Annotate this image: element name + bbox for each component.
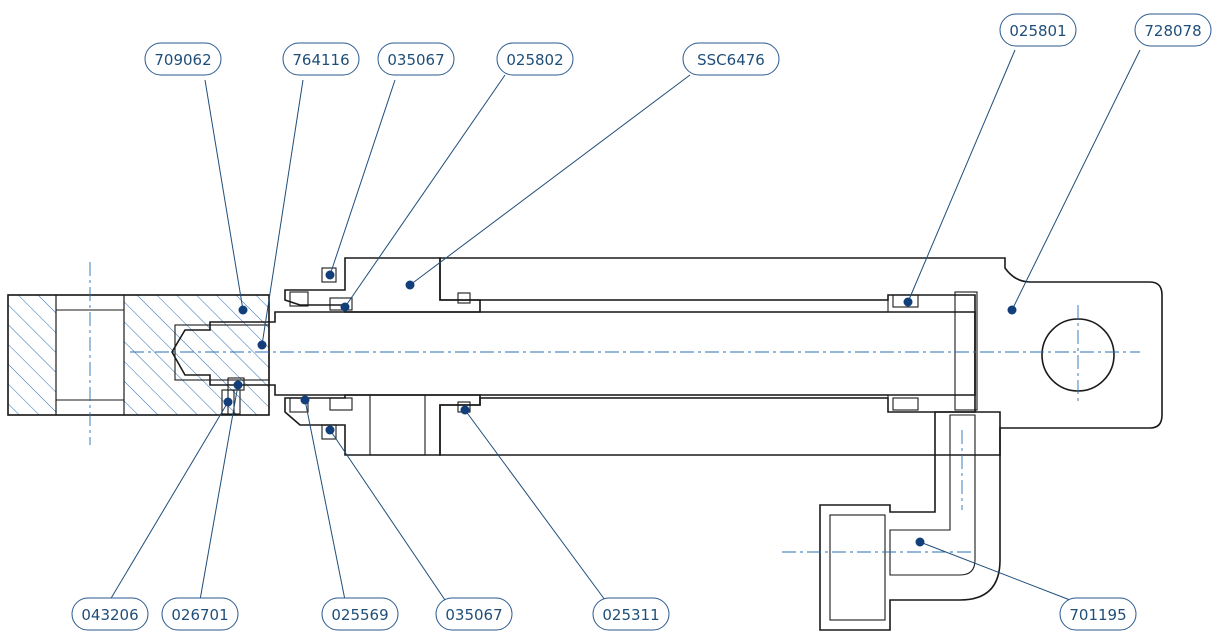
- leader-764116: [261, 79, 304, 346]
- dot-701195: [915, 537, 925, 547]
- balloon-label: 764116: [292, 51, 349, 69]
- balloon-label: 025311: [602, 606, 659, 624]
- piston-rod: [171, 311, 976, 396]
- balloon-026701: 026701: [161, 597, 239, 631]
- balloon-label: 035067: [445, 606, 502, 624]
- dot-025801: [903, 297, 913, 307]
- balloon-709062: 709062: [144, 42, 222, 76]
- leader-ssc6476: [409, 74, 691, 286]
- leader-701195: [919, 541, 1071, 601]
- leader-025569: [304, 399, 346, 601]
- dot-025569: [300, 395, 310, 405]
- dot-728078: [1007, 305, 1017, 315]
- balloon-label: 025569: [331, 606, 388, 624]
- dot-035067-top: [325, 270, 335, 280]
- set-screw: [221, 377, 245, 415]
- balloon-label: 025801: [1009, 22, 1066, 40]
- part-balloons: 709062 764116 035067 025802 SSC6476 0258…: [71, 13, 1212, 631]
- balloon-764116: 764116: [282, 42, 360, 76]
- gland-seals: [289, 267, 471, 440]
- balloon-701195: 701195: [1059, 597, 1137, 631]
- balloon-025802: 025802: [496, 42, 574, 76]
- balloon-label: 701195: [1069, 606, 1126, 624]
- leader-035067-top: [329, 79, 396, 276]
- gland-head: [284, 257, 481, 456]
- dot-ssc6476: [405, 280, 415, 290]
- dot-709062: [238, 305, 248, 315]
- dot-764116: [257, 340, 267, 350]
- leader-dots: [223, 270, 1017, 547]
- balloon-label: 026701: [171, 606, 228, 624]
- left-clevis-block: [7, 294, 270, 416]
- elbow-fitting: [819, 411, 1001, 631]
- balloon-label: 035067: [387, 51, 444, 69]
- leader-025311: [464, 409, 606, 601]
- dot-026701: [233, 380, 243, 390]
- balloon-label: 043206: [81, 606, 138, 624]
- balloon-label: 709062: [154, 51, 211, 69]
- dot-043206: [223, 397, 233, 407]
- dot-035067-bottom: [325, 425, 335, 435]
- balloon-025569: 025569: [321, 597, 399, 631]
- balloon-label: 728078: [1144, 22, 1201, 40]
- balloon-035067-bottom: 035067: [435, 597, 513, 631]
- leader-025802: [344, 74, 506, 308]
- balloon-728078: 728078: [1134, 13, 1212, 47]
- leader-709062: [204, 79, 244, 311]
- dot-025311: [460, 405, 470, 415]
- leader-728078: [1011, 49, 1141, 311]
- dot-025802: [340, 302, 350, 312]
- balloon-ssc6476: SSC6476: [682, 42, 780, 76]
- leader-043206: [109, 401, 229, 601]
- balloon-035067-top: 035067: [377, 42, 455, 76]
- balloon-label: SSC6476: [697, 51, 765, 69]
- cylinder-barrel: [439, 257, 1163, 456]
- leader-035067-bottom: [329, 429, 446, 601]
- balloon-label: 025802: [506, 51, 563, 69]
- balloon-025801: 025801: [999, 13, 1077, 47]
- leader-026701: [199, 384, 239, 601]
- piston-seals: [892, 291, 978, 411]
- balloon-025311: 025311: [592, 597, 670, 631]
- balloon-043206: 043206: [71, 597, 149, 631]
- leader-025801: [907, 49, 1016, 303]
- leader-lines: [109, 49, 1141, 601]
- centerlines: [89, 262, 1140, 553]
